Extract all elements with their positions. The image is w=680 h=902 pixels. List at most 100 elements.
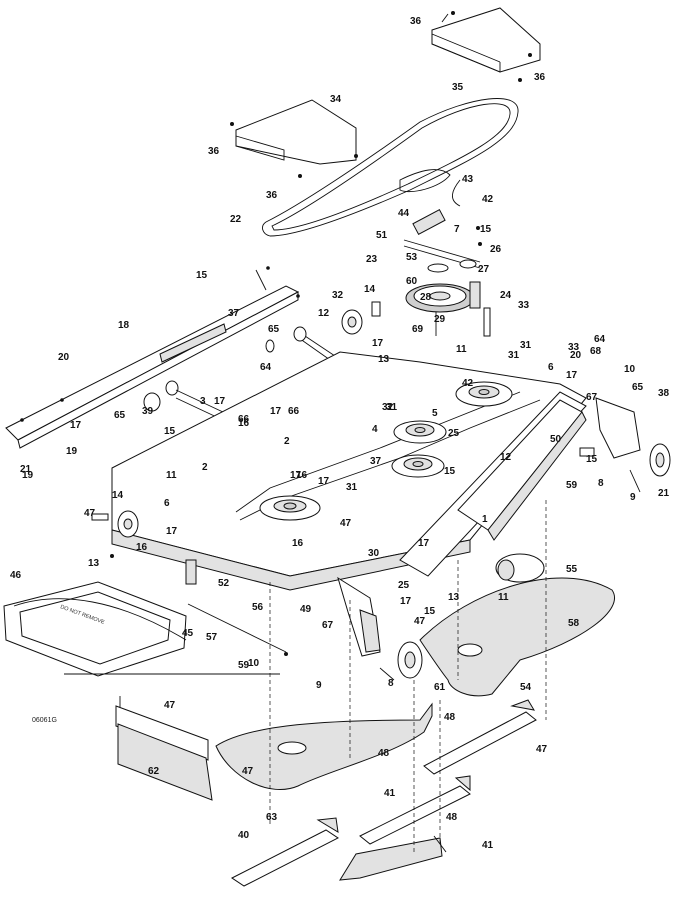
deck-shell-61 <box>419 577 615 697</box>
callout-14: 14 <box>364 284 376 295</box>
callout-47: 47 <box>536 744 548 755</box>
callout-33: 33 <box>568 342 580 353</box>
callout-20: 20 <box>570 350 582 361</box>
side-frame-1 <box>457 397 671 541</box>
callout-47: 47 <box>164 700 176 711</box>
discharge-chute-55: DO NOT REMOVE <box>3 581 280 677</box>
callout-55: 55 <box>566 564 578 575</box>
callout-47: 47 <box>242 766 254 777</box>
callout-47: 47 <box>414 616 426 627</box>
callout-20: 20 <box>58 352 70 363</box>
callout-29: 29 <box>434 314 446 325</box>
callout-59: 59 <box>566 480 578 491</box>
callout-16: 16 <box>292 538 304 549</box>
baffle-40 <box>339 835 447 881</box>
callout-67: 67 <box>586 392 598 403</box>
alignment-lines <box>269 500 547 852</box>
callout-17: 17 <box>372 338 384 349</box>
callout-13: 13 <box>378 354 390 365</box>
callout-31: 31 <box>386 402 398 413</box>
callout-16: 16 <box>136 542 148 553</box>
callout-19: 19 <box>22 470 34 481</box>
callout-37: 37 <box>370 456 382 467</box>
callout-66: 66 <box>288 406 300 417</box>
side-shield-63 <box>115 696 213 801</box>
callout-18: 18 <box>118 320 130 331</box>
callout-17: 17 <box>566 370 578 381</box>
roller-30 <box>495 553 545 583</box>
callout-56: 56 <box>252 602 264 613</box>
callout-68: 68 <box>590 346 602 357</box>
spindle-pulley-right <box>455 381 513 407</box>
callout-19: 19 <box>66 446 78 457</box>
callout-14: 14 <box>112 490 124 501</box>
callout-6: 6 <box>548 362 554 373</box>
belt-cover-34 <box>230 99 358 178</box>
callout-8: 8 <box>598 478 604 489</box>
callout-30: 30 <box>368 548 380 559</box>
callout-5: 5 <box>432 408 438 419</box>
rod-58 <box>110 554 288 656</box>
callout-57: 57 <box>206 632 218 643</box>
callout-17: 17 <box>214 396 226 407</box>
callout-11: 11 <box>166 470 177 481</box>
callout-17: 17 <box>290 470 302 481</box>
blade-48-right <box>423 699 537 775</box>
callout-51: 51 <box>376 230 388 241</box>
callout-3: 3 <box>200 396 206 407</box>
callout-12: 12 <box>318 308 330 319</box>
callout-13: 13 <box>448 592 460 603</box>
baffle-rails <box>5 266 300 449</box>
front-wheel-left <box>91 510 197 585</box>
belt-cover-35 <box>431 7 541 82</box>
callout-64: 64 <box>594 334 606 345</box>
callout-15: 15 <box>586 454 598 465</box>
callout-10: 10 <box>248 658 260 669</box>
callout-4: 4 <box>372 424 378 435</box>
callout-17: 17 <box>318 476 330 487</box>
callout-10: 10 <box>624 364 636 375</box>
callout-11: 11 <box>498 592 509 603</box>
callout-25: 25 <box>448 428 460 439</box>
callout-60: 60 <box>406 276 418 287</box>
callout-66: 66 <box>238 414 250 425</box>
callout-36: 36 <box>410 16 422 27</box>
callout-32: 32 <box>332 290 344 301</box>
callout-8: 8 <box>388 678 394 689</box>
callout-1: 1 <box>482 514 488 525</box>
callout-17: 17 <box>70 420 82 431</box>
callout-48: 48 <box>444 712 456 723</box>
callout-26: 26 <box>490 244 502 255</box>
callout-53: 53 <box>406 252 418 263</box>
callout-22: 22 <box>230 214 242 225</box>
callout-15: 15 <box>424 606 436 617</box>
callout-54: 54 <box>520 682 532 693</box>
center-bracket <box>337 576 423 681</box>
callout-64: 64 <box>260 362 272 373</box>
callout-43: 43 <box>462 174 474 185</box>
callout-65: 65 <box>114 410 126 421</box>
callout-38: 38 <box>658 388 670 399</box>
blade-48-center <box>359 775 471 845</box>
callout-15: 15 <box>480 224 492 235</box>
callout-2: 2 <box>284 436 290 447</box>
callout-31: 31 <box>508 350 520 361</box>
callout-67: 67 <box>322 620 334 631</box>
callout-52: 52 <box>218 578 230 589</box>
callout-25: 25 <box>398 580 410 591</box>
callout-36: 36 <box>534 72 546 83</box>
callout-47: 47 <box>340 518 352 529</box>
callout-46: 46 <box>10 570 22 581</box>
callout-31: 31 <box>520 340 532 351</box>
callout-42: 42 <box>462 378 474 389</box>
callout-41: 41 <box>384 788 396 799</box>
drive-belt-22 <box>262 98 519 237</box>
callout-63: 63 <box>266 812 278 823</box>
callout-58: 58 <box>568 618 580 629</box>
deck-shell-62 <box>215 702 433 790</box>
callout-65: 65 <box>632 382 644 393</box>
callout-6: 6 <box>164 498 170 509</box>
callout-48: 48 <box>378 748 390 759</box>
callout-2: 2 <box>202 462 208 473</box>
callout-23: 23 <box>366 254 378 265</box>
